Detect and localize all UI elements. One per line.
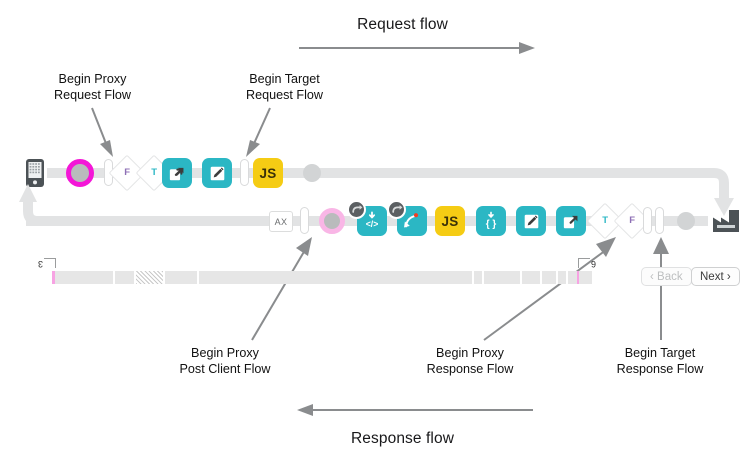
flow-separator-proxy-response[interactable] [643, 207, 652, 234]
request-to-response-connector [690, 168, 734, 216]
callout-line-1: Begin Proxy [436, 346, 504, 360]
callout-line-1: Begin Proxy [191, 346, 259, 360]
callout-line-1: Begin Target [624, 346, 696, 360]
target-request-endpoint[interactable] [303, 164, 321, 182]
pencil-icon [210, 166, 224, 180]
request-pipeline-rail [47, 168, 707, 178]
next-button[interactable]: Next › [691, 267, 740, 286]
callout-line-1: Begin Target [249, 72, 320, 86]
timeline-divider [556, 271, 558, 284]
response-flow-heading: Response flow [351, 430, 454, 447]
policy-service-callout-request[interactable] [162, 158, 192, 188]
timeline-divider [566, 271, 568, 284]
callout-arrow-begin-target-response-flow [653, 237, 669, 340]
timeline-start-flag: 3 [38, 258, 57, 269]
flag-bracket-icon [578, 258, 590, 268]
callout-line-2: Post Client Flow [179, 361, 271, 376]
back-button[interactable]: ‹ Back [641, 267, 692, 286]
xml-code-icon: </> [366, 211, 379, 229]
timeline-divider [197, 271, 199, 284]
js-label: JS [441, 213, 459, 229]
timeline-divider [134, 271, 136, 284]
analytics-box[interactable]: AX [269, 211, 293, 232]
timeline-marker-end [577, 271, 579, 284]
target-response-endpoint[interactable] [677, 212, 695, 230]
callout-begin-proxy-request-flow: Begin Proxy Request Flow [20, 72, 165, 103]
callout-begin-proxy-post-client-flow: Begin Proxy Post Client Flow [150, 346, 300, 377]
policy-json-to-xml[interactable]: { } [476, 206, 506, 236]
share-arrow-icon [169, 167, 183, 180]
post-client-start-ring[interactable] [319, 208, 345, 234]
request-flow-heading: Request flow [357, 16, 448, 33]
svg-text:</>: </> [366, 219, 379, 229]
callout-line-2: Request Flow [54, 87, 131, 102]
policy-raise-fault[interactable] [397, 206, 427, 236]
backend-target-icon [711, 207, 741, 238]
response-to-client-connector [19, 184, 58, 226]
callout-line-2: Response Flow [426, 361, 514, 376]
pencil-icon [524, 214, 538, 228]
request-flow-arrow [299, 42, 535, 54]
timeline-hatched-segment [136, 271, 163, 284]
flow-separator-post-client[interactable] [300, 207, 309, 234]
proxy-request-start-ring[interactable] [66, 159, 94, 187]
callout-arrow-begin-target-request-flow [246, 107, 271, 157]
flag-bracket-icon [44, 258, 57, 268]
callout-begin-proxy-response-flow: Begin Proxy Response Flow [395, 346, 545, 377]
response-flow-arrow [297, 404, 533, 416]
policy-assign-message-request[interactable] [202, 158, 232, 188]
js-label: JS [259, 165, 277, 181]
timeline-marker-start [52, 271, 55, 284]
client-device-icon [25, 158, 45, 193]
json-braces-icon: { } [486, 211, 497, 230]
timeline-end-flag: 6 [578, 258, 596, 269]
callout-arrow-begin-proxy-request-flow [91, 107, 113, 157]
ax-label: AX [274, 216, 288, 227]
policy-javascript-request[interactable]: JS [253, 158, 283, 188]
timeline-divider [520, 271, 522, 284]
policy-service-callout-response[interactable] [556, 206, 586, 236]
callout-line-2: Request Flow [246, 87, 323, 102]
badge-minus-icon[interactable] [347, 200, 366, 219]
badge-plus-icon[interactable] [387, 200, 406, 219]
callout-begin-target-request-flow: Begin Target Request Flow [212, 72, 357, 103]
callout-line-1: Begin Proxy [58, 72, 127, 86]
policy-javascript-response[interactable]: JS [435, 206, 465, 236]
callout-arrow-begin-proxy-response-flow [483, 237, 616, 341]
timeline-track[interactable] [52, 271, 592, 284]
flow-separator-target-request[interactable] [240, 159, 249, 186]
timeline-divider [482, 271, 484, 284]
share-arrow-icon [563, 215, 577, 228]
svg-text:{ }: { } [486, 219, 497, 230]
callout-line-2: Response Flow [616, 361, 704, 376]
timeline-divider [540, 271, 542, 284]
timeline-divider [472, 271, 474, 284]
raise-fault-icon [404, 213, 419, 228]
timeline-divider [163, 271, 165, 284]
callout-begin-target-response-flow: Begin Target Response Flow [585, 346, 735, 377]
callout-arrow-begin-proxy-post-client-flow [251, 237, 312, 341]
flow-separator-target-response[interactable] [655, 207, 664, 234]
policy-assign-message-response[interactable] [516, 206, 546, 236]
timeline-divider [113, 271, 115, 284]
